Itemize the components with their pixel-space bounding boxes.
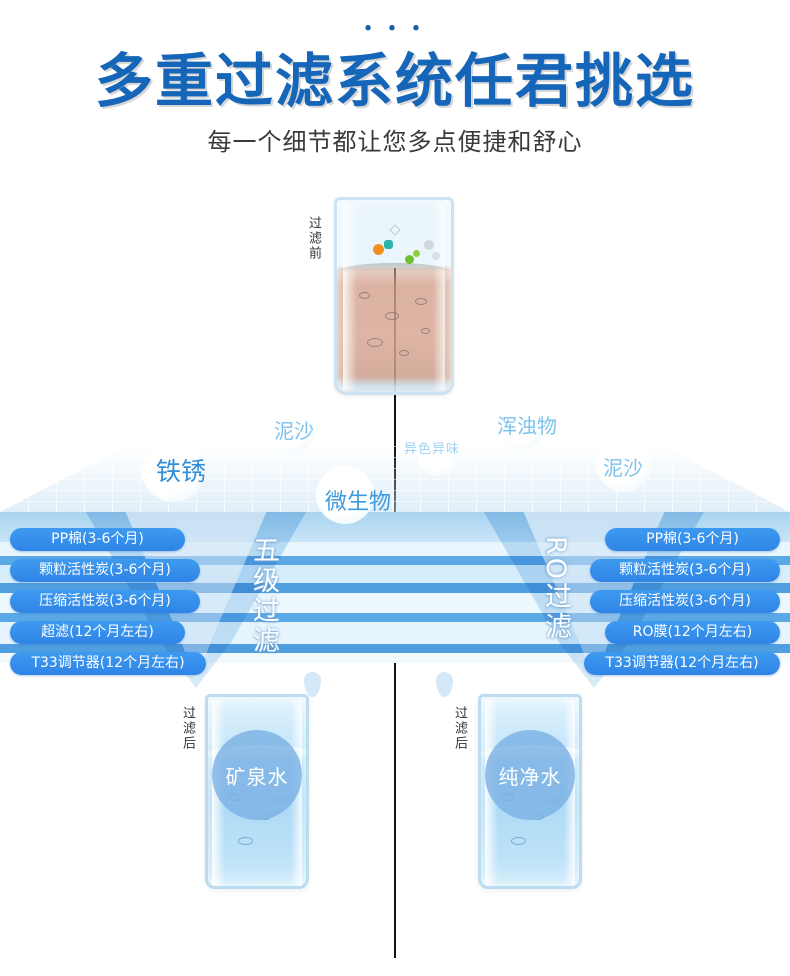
contaminant-circle bbox=[316, 466, 374, 524]
right-stage-4[interactable]: RO膜(12个月左右) bbox=[605, 621, 780, 644]
contaminant-label-odor: 异色异味 bbox=[404, 442, 461, 457]
contaminant-label-sediment-right: 泥沙 bbox=[603, 456, 643, 480]
contaminant-circle bbox=[596, 436, 652, 492]
water-band bbox=[0, 583, 790, 593]
unfiltered-water-glass bbox=[334, 197, 454, 395]
left-stage-3[interactable]: 压缩活性炭(3-6个月) bbox=[10, 590, 200, 613]
contaminant-label-rust: 铁锈 bbox=[156, 457, 207, 486]
right-system-label: RO过滤 bbox=[540, 536, 571, 643]
left-system-label: 五级过滤 bbox=[248, 536, 279, 656]
contaminant-label-microbe: 微生物 bbox=[325, 490, 392, 515]
right-stage-2[interactable]: 颗粒活性炭(3-6个月) bbox=[590, 559, 780, 582]
contaminant-label-sediment-left: 泥沙 bbox=[274, 419, 314, 443]
particle-diamond-icon bbox=[389, 224, 401, 236]
bubble-icon bbox=[399, 350, 409, 356]
contaminant-circle bbox=[498, 404, 544, 450]
right-stage-3[interactable]: 压缩活性炭(3-6个月) bbox=[590, 590, 780, 613]
bubble-icon bbox=[415, 298, 427, 305]
before-filter-label: 过滤前 bbox=[306, 216, 321, 261]
water-band bbox=[0, 653, 790, 663]
particle-green2-icon bbox=[413, 250, 420, 257]
page-subtitle: 每一个细节都让您多点便捷和舒心 bbox=[207, 128, 583, 156]
purified-water-badge: 纯净水 bbox=[485, 730, 575, 820]
water-band bbox=[0, 644, 790, 653]
contaminant-circle bbox=[418, 436, 458, 476]
bubble-icon bbox=[238, 837, 253, 845]
glass-highlight-right bbox=[433, 204, 445, 390]
bubble-icon bbox=[367, 338, 383, 347]
bubble-icon bbox=[421, 328, 430, 334]
left-stage-2[interactable]: 颗粒活性炭(3-6个月) bbox=[10, 559, 200, 582]
bubble-icon bbox=[385, 312, 399, 320]
right-stage-5[interactable]: T33调节器(12个月左右) bbox=[584, 652, 780, 675]
water-band bbox=[0, 613, 790, 622]
water-droplet-icon bbox=[304, 672, 321, 697]
bubble-icon bbox=[511, 837, 526, 845]
left-stage-4[interactable]: 超滤(12个月左右) bbox=[10, 621, 185, 644]
right-after-filter-label: 过滤后 bbox=[452, 706, 467, 751]
water-band bbox=[0, 556, 790, 565]
particle-orange-icon bbox=[373, 244, 384, 255]
particle-cyan-icon bbox=[384, 240, 393, 249]
right-stage-1[interactable]: PP棉(3-6个月) bbox=[605, 528, 780, 551]
bubble-icon bbox=[359, 292, 370, 299]
page-title: 多重过滤系统任君挑选 bbox=[94, 47, 695, 115]
contaminant-circle bbox=[142, 440, 204, 502]
mineral-water-badge: 矿泉水 bbox=[212, 730, 302, 820]
left-stage-1[interactable]: PP棉(3-6个月) bbox=[10, 528, 185, 551]
left-after-filter-label: 过滤后 bbox=[180, 706, 195, 751]
water-surface bbox=[337, 263, 451, 273]
particle-grey2-icon bbox=[432, 252, 440, 260]
contaminant-circle bbox=[268, 408, 314, 454]
particle-green-icon bbox=[405, 255, 414, 264]
filtration-stage: 五级过滤 RO过滤 bbox=[0, 428, 790, 688]
particle-grey-icon bbox=[424, 240, 434, 250]
decorative-dots: • • • bbox=[364, 18, 426, 39]
water-droplet-icon bbox=[436, 672, 453, 697]
contaminant-label-turbidity: 浑浊物 bbox=[497, 414, 557, 438]
left-stage-5[interactable]: T33调节器(12个月左右) bbox=[10, 652, 206, 675]
glass-highlight bbox=[343, 204, 357, 390]
perspective-grid bbox=[0, 446, 790, 512]
